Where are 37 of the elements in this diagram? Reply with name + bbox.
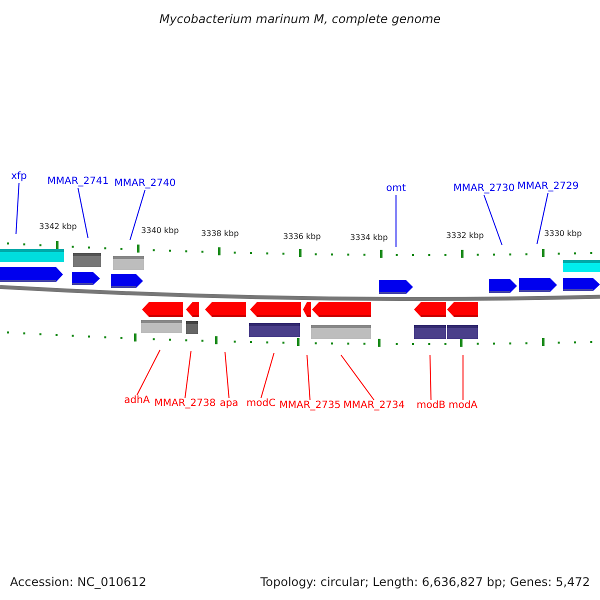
position-label: 3336 kbp <box>283 231 321 243</box>
leader-line <box>224 352 230 398</box>
gene-label: modA <box>448 400 478 412</box>
gene-label: MMAR_2734 <box>343 400 405 412</box>
leader-line <box>130 190 146 240</box>
position-label: 3334 kbp <box>350 232 388 244</box>
genome-info-text: Accession: NC_010612 <box>10 574 146 591</box>
gene-label: adhA <box>124 395 150 407</box>
gene-label: MMAR_2729 <box>517 181 579 193</box>
leader-line <box>340 354 374 400</box>
gene-label: modB <box>416 400 446 412</box>
position-label: 3330 kbp <box>544 228 582 240</box>
gene-label: MMAR_2735 <box>279 400 341 412</box>
leader-line <box>184 350 192 398</box>
gene-label: modC <box>246 398 276 410</box>
genome-info-text: Topology: circular; Length: 6,636,827 bp; Genes: 5,472 <box>260 574 590 591</box>
leader-line <box>484 194 502 246</box>
leader-line <box>536 192 548 244</box>
leader-line <box>462 354 464 400</box>
gene-label: MMAR_2738 <box>154 398 216 410</box>
leader-line <box>260 352 274 398</box>
position-label: 3338 kbp <box>201 228 239 240</box>
gene-label: MMAR_2730 <box>453 183 515 195</box>
gene-label: MMAR_2740 <box>114 178 176 190</box>
position-label: 3342 kbp <box>39 221 77 233</box>
leader-line <box>78 188 88 238</box>
gene-label: omt <box>386 183 406 195</box>
gene-label: MMAR_2741 <box>47 176 109 188</box>
leader-line <box>306 354 310 400</box>
position-label: 3340 kbp <box>141 225 179 237</box>
gene-label: xfp <box>11 171 27 183</box>
position-label: 3332 kbp <box>446 230 484 242</box>
leader-line <box>16 182 20 234</box>
leader-line <box>430 354 432 400</box>
leader-line <box>136 350 160 396</box>
gene-label: apa <box>220 398 238 410</box>
chart-title: Mycobacterium marinum M, complete genome <box>158 11 442 28</box>
